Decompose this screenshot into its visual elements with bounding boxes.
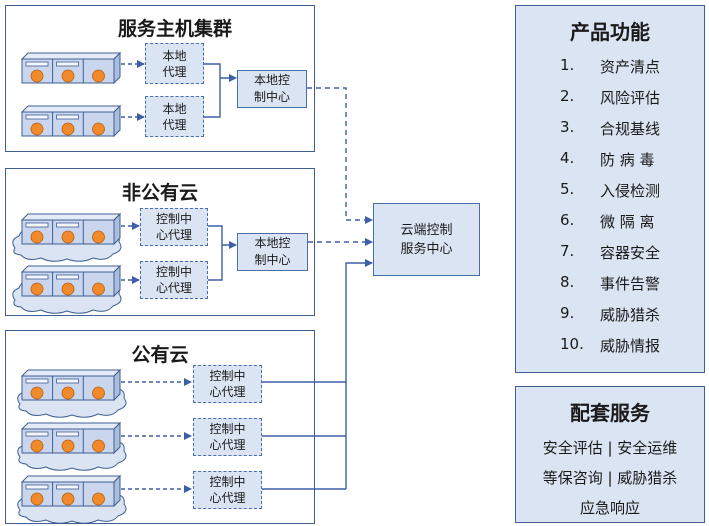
feature-item: 6.微 隔 离 (560, 211, 655, 231)
feature-item: 1.资产清点 (560, 56, 661, 76)
feature-item: 5.入侵检测 (560, 180, 661, 200)
feature-item: 4.防 病 毒 (560, 149, 655, 169)
product-features-title: 产品功能 (570, 20, 650, 44)
product-features-panel: 产品功能 1.资产清点 2.风险评估 3.合规基线 4.防 病 毒 5.入侵检测… (515, 5, 705, 373)
cloud-control-center-box: 云端控制服务中心 (373, 203, 480, 276)
local-control-center-box: 本地控制中心 (237, 70, 307, 108)
control-agent-box: 控制中心代理 (193, 418, 262, 456)
local-control-center-box: 本地控制中心 (237, 233, 308, 271)
server-group-icon (21, 105, 121, 137)
server-group-icon (21, 213, 121, 245)
feature-item: 7.容器安全 (560, 242, 661, 262)
service-line: 应急响应 (579, 499, 640, 517)
feature-item: 2.风险评估 (560, 87, 661, 107)
feature-item: 10.威胁情报 (560, 335, 661, 355)
feature-item: 3.合规基线 (560, 118, 661, 138)
services-title: 配套服务 (570, 401, 650, 425)
server-group-icon (21, 475, 121, 507)
server-group-icon (21, 265, 121, 297)
server-group-icon (21, 52, 121, 84)
local-agent-box: 本地代理 (145, 43, 204, 84)
control-agent-box: 控制中心代理 (193, 471, 262, 509)
control-agent-box: 控制中心代理 (140, 208, 208, 246)
control-agent-box: 控制中心代理 (140, 261, 208, 299)
feature-item: 8.事件告警 (560, 273, 661, 293)
feature-item: 9.威胁猎杀 (560, 304, 661, 324)
public-cloud-title: 公有云 (131, 344, 189, 366)
server-group-icon (21, 369, 121, 401)
control-agent-box: 控制中心代理 (193, 365, 262, 403)
local-agent-box: 本地代理 (145, 96, 204, 137)
service-line: 等保咨询 | 威胁猎杀 (542, 469, 678, 487)
services-panel: 配套服务 安全评估 | 安全运维 等保咨询 | 威胁猎杀 应急响应 (515, 386, 705, 523)
host-cluster-title: 服务主机集群 (117, 18, 232, 40)
service-line: 安全评估 | 安全运维 (542, 439, 678, 457)
private-cloud-title: 非公有云 (121, 182, 198, 204)
server-group-icon (21, 422, 121, 454)
